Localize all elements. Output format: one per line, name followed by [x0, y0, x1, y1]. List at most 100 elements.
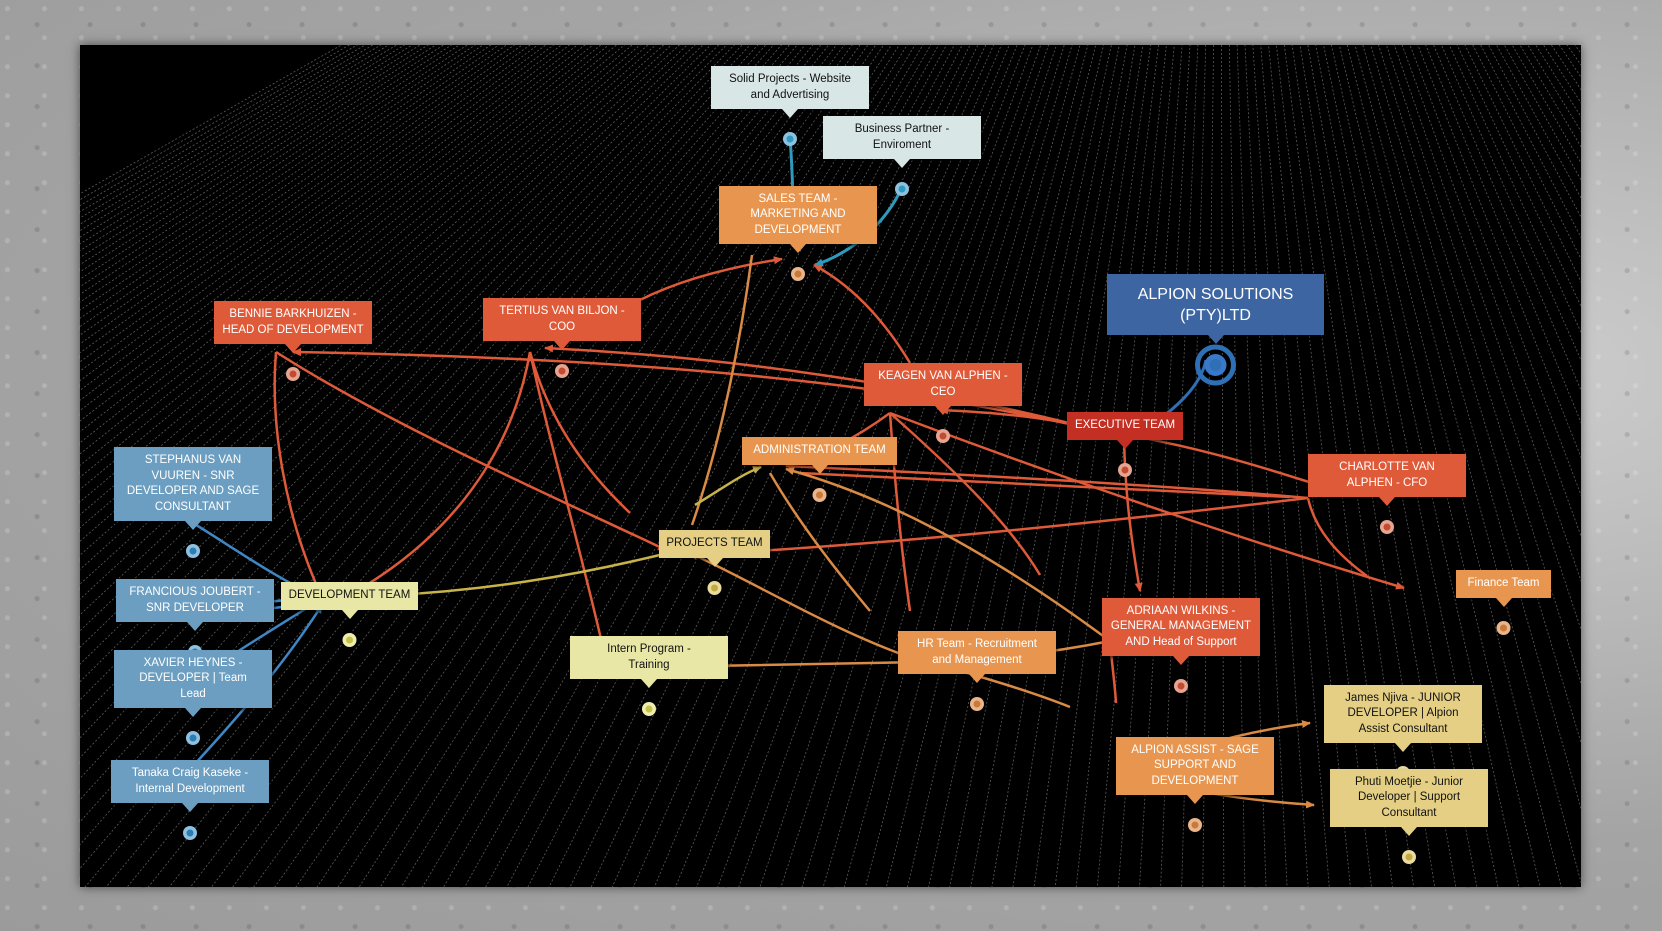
- grid-line: [379, 45, 908, 887]
- node-intern-program[interactable]: Intern Program - Training: [570, 636, 728, 688]
- grid-line: [316, 45, 885, 887]
- grid-line: [1221, 45, 1225, 887]
- grid-line: [928, 45, 1112, 887]
- node-hub-center: [1500, 624, 1507, 632]
- node-executive-team[interactable]: EXECUTIVE TEAM: [1067, 412, 1183, 449]
- node-alpion-assist[interactable]: ALPION ASSIST - SAGE SUPPORT AND DEVELOP…: [1116, 737, 1274, 804]
- grid-line: [1354, 45, 1581, 884]
- grid-line: [80, 45, 633, 516]
- node-label: ALPION SOLUTIONS (PTY)LTD: [1138, 284, 1294, 326]
- node-hub-center: [558, 367, 566, 375]
- grid-line: [485, 45, 947, 887]
- node-hub-center: [1177, 682, 1185, 690]
- node-tanaka[interactable]: Tanaka Craig Kaseke - Internal Developme…: [111, 760, 269, 812]
- node-business-partner[interactable]: Business Partner - Enviroment: [823, 116, 981, 168]
- grid-line: [759, 45, 1049, 887]
- grid-line: [168, 45, 830, 887]
- node-francious[interactable]: FRANCIOUS JOUBERT - SNR DEVELOPER: [116, 579, 274, 631]
- link-adriaan-admin: [785, 467, 1111, 643]
- grid-line: [80, 45, 767, 801]
- node-hub-center: [794, 270, 802, 278]
- grid-line: [80, 45, 759, 779]
- node-hub-center: [189, 547, 197, 555]
- node-james[interactable]: James Njiva - JUNIOR DEVELOPER | Alpion …: [1324, 685, 1482, 752]
- link-tertius-projects: [528, 351, 631, 514]
- node-solid-projects[interactable]: Solid Projects - Website and Advertising: [711, 66, 869, 118]
- grid-line: [422, 45, 924, 887]
- grid-line: [189, 45, 837, 887]
- grid-line: [1012, 45, 1144, 887]
- node-development-team[interactable]: DEVELOPMENT TEAM: [281, 582, 418, 619]
- node-phuti[interactable]: Phuti Moetjie - Junior Developer | Suppo…: [1330, 769, 1488, 836]
- node-label: Finance Team: [1467, 576, 1539, 592]
- link-executive-adriaan: [1122, 436, 1143, 592]
- grid-line: [337, 45, 892, 887]
- grid-line: [864, 45, 1089, 887]
- node-alpion-solutions[interactable]: ALPION SOLUTIONS (PTY)LTD: [1107, 274, 1324, 344]
- grid-line: [147, 45, 822, 887]
- node-label: CHARLOTTE VAN ALPHEN - CFO: [1339, 460, 1435, 491]
- node-label: FRANCIOUS JOUBERT - SNR DEVELOPER: [129, 585, 260, 616]
- node-keagen[interactable]: KEAGEN VAN ALPHEN - CEO: [864, 363, 1022, 415]
- grid-line: [80, 45, 523, 363]
- link-bennie-projects: [275, 350, 667, 552]
- node-hub-center: [939, 432, 947, 440]
- grid-line: [80, 45, 618, 490]
- node-tertius[interactable]: TERTIUS VAN BILJON - COO: [483, 298, 641, 350]
- grid-line: [1362, 45, 1581, 810]
- grid-line: [1433, 45, 1581, 392]
- grid-line: [907, 45, 1104, 887]
- grid-line: [80, 45, 751, 759]
- link-bennie-development: [273, 351, 322, 594]
- grid-line: [611, 45, 995, 887]
- grid-line: [84, 45, 798, 887]
- grid-line: [1472, 45, 1581, 260]
- grid-line: [1160, 45, 1199, 887]
- grid-line: [80, 45, 421, 258]
- grid-line: [632, 45, 1002, 887]
- grid-line: [527, 45, 963, 887]
- node-charlotte[interactable]: CHARLOTTE VAN ALPHEN - CFO: [1308, 454, 1466, 506]
- grid-line: [80, 45, 563, 412]
- node-label: HR Team - Recruitment and Management: [917, 637, 1037, 668]
- grid-line: [80, 45, 500, 336]
- grid-line: [80, 45, 775, 823]
- link-keagen-adriaan: [889, 412, 1042, 576]
- node-sales-team[interactable]: SALES TEAM - MARKETING AND DEVELOPMENT: [719, 186, 877, 253]
- grid-line: [1252, 45, 1309, 887]
- grid-line: [1276, 45, 1372, 887]
- node-hub-center: [1191, 821, 1199, 829]
- node-hr-team[interactable]: HR Team - Recruitment and Management: [898, 631, 1056, 683]
- node-hub-center: [1209, 359, 1222, 371]
- node-administration-team[interactable]: ADMINISTRATION TEAM: [742, 437, 897, 474]
- node-bennie[interactable]: BENNIE BARKHUIZEN - HEAD OF DEVELOPMENT: [214, 301, 372, 353]
- node-finance-team[interactable]: Finance Team: [1456, 570, 1551, 607]
- link-executive-tertius: [544, 344, 1125, 439]
- link-admin-charlotte: [799, 471, 1291, 499]
- link-charlotte-projects: [689, 496, 1309, 559]
- link-keagen-finance: [889, 411, 1405, 590]
- link-charlotte-admin: [785, 462, 1309, 500]
- link-projects-admin: [694, 465, 762, 507]
- grid-line: [1139, 45, 1191, 887]
- node-hub-center: [289, 370, 297, 378]
- node-label: TERTIUS VAN BILJON - COO: [499, 304, 624, 335]
- node-label: James Njiva - JUNIOR DEVELOPER | Alpion …: [1345, 691, 1461, 738]
- node-hub-center: [973, 700, 981, 708]
- link-charlotte-finance: [1306, 497, 1368, 578]
- root-hub-ring: [1195, 344, 1236, 386]
- node-stephanus[interactable]: STEPHANUS VAN VUUREN - SNR DEVELOPER AND…: [114, 447, 272, 530]
- node-xavier[interactable]: XAVIER HEYNES - DEVELOPER | Team Lead: [114, 650, 272, 717]
- grid-line: [80, 45, 610, 478]
- node-hub-center: [816, 491, 823, 499]
- grid-line: [1401, 45, 1581, 538]
- grid-line: [80, 45, 468, 303]
- node-label: Tanaka Craig Kaseke - Internal Developme…: [132, 766, 248, 797]
- node-label: KEAGEN VAN ALPHEN - CEO: [878, 369, 1008, 400]
- node-projects-team[interactable]: PROJECTS TEAM: [659, 530, 770, 567]
- grid-line: [253, 45, 861, 887]
- link-tertius-sales: [639, 256, 783, 302]
- node-label: Phuti Moetjie - Junior Developer | Suppo…: [1355, 775, 1463, 822]
- node-adriaan[interactable]: ADRIAAN WILKINS - GENERAL MANAGEMENT AND…: [1102, 598, 1260, 665]
- node-hub-center: [1121, 466, 1129, 474]
